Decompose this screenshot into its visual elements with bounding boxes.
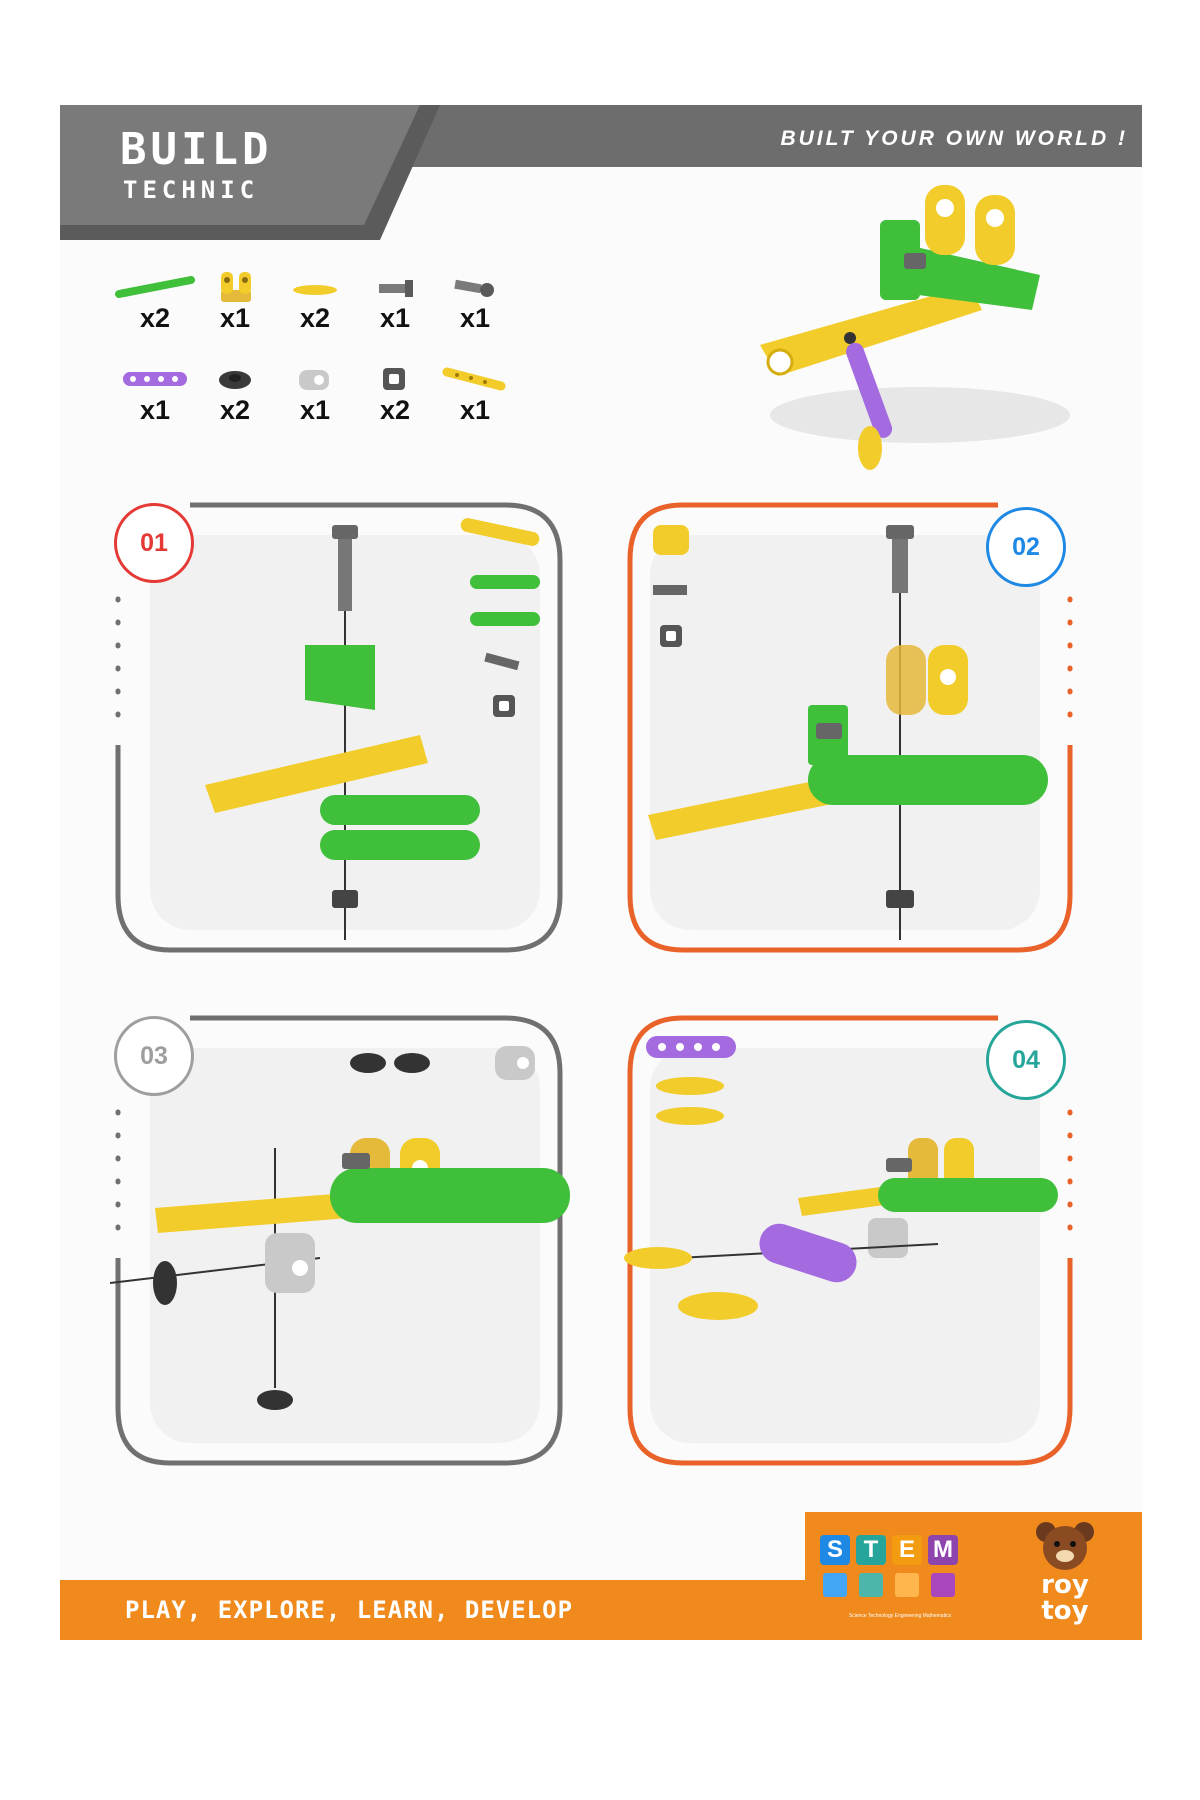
part-item: x1 bbox=[355, 270, 435, 334]
engineering-icon bbox=[895, 1573, 919, 1597]
step-badge: 02 bbox=[986, 507, 1066, 587]
brand-title: BUILD bbox=[120, 124, 273, 175]
step-03-panel: 03 bbox=[110, 1008, 570, 1478]
brand-subtitle: TECHNIC bbox=[123, 176, 260, 204]
step-badge: 01 bbox=[114, 503, 194, 583]
step-number: 02 bbox=[1012, 532, 1040, 561]
part-qty: x1 bbox=[379, 303, 411, 333]
step-badge: 04 bbox=[986, 1020, 1066, 1100]
part-qty: x2 bbox=[379, 395, 411, 425]
step-02-panel: 02 bbox=[618, 495, 1080, 965]
header-tagline: BUILT YOUR OWN WORLD ! bbox=[780, 127, 1128, 150]
part-qty: x1 bbox=[299, 395, 331, 425]
stem-letter: E bbox=[892, 1535, 922, 1565]
part-qty: x1 bbox=[459, 395, 491, 425]
stem-logo: S T E M Science Technology Engineering M… bbox=[820, 1535, 980, 1623]
footer-bar bbox=[60, 1580, 1142, 1640]
gray-screw-icon bbox=[379, 280, 413, 297]
white-bracket-icon bbox=[299, 370, 329, 390]
step-badge: 03 bbox=[114, 1016, 194, 1096]
green-strip-icon bbox=[115, 276, 195, 298]
finished-model-illustration bbox=[720, 180, 1100, 480]
square-nut-icon bbox=[383, 368, 405, 390]
step-number: 01 bbox=[140, 528, 168, 557]
yellow-bracket-icon bbox=[221, 272, 251, 302]
stem-letter: S bbox=[820, 1535, 850, 1565]
step-01-panel: 01 bbox=[110, 495, 570, 965]
dark-nut-icon bbox=[219, 371, 251, 389]
part-qty: x2 bbox=[139, 303, 171, 333]
part-qty: x1 bbox=[459, 303, 491, 333]
part-item: x1 bbox=[195, 270, 275, 334]
step-number: 03 bbox=[140, 1041, 168, 1070]
pi-icon bbox=[931, 1573, 955, 1597]
part-qty: x1 bbox=[139, 395, 171, 425]
stem-letter: M bbox=[928, 1535, 958, 1565]
footer-slogan: PLAY, EXPLORE, LEARN, DEVELOP bbox=[125, 1596, 574, 1624]
purple-strip-icon bbox=[123, 372, 187, 386]
yellow-chain-strip-icon bbox=[442, 367, 506, 391]
part-item: x1 bbox=[115, 362, 195, 426]
gray-bolt-icon bbox=[454, 279, 494, 297]
brand-word-top: roy bbox=[1041, 1570, 1089, 1600]
step-04-panel: 04 bbox=[618, 1008, 1080, 1478]
science-icon bbox=[823, 1573, 847, 1597]
part-qty: x1 bbox=[219, 303, 251, 333]
step-number: 04 bbox=[1012, 1045, 1040, 1074]
yellow-pin-icon bbox=[293, 285, 337, 295]
part-item: x2 bbox=[115, 270, 195, 334]
part-item: x2 bbox=[275, 270, 355, 334]
part-item: x1 bbox=[435, 362, 515, 426]
part-qty: x2 bbox=[299, 303, 331, 333]
part-qty: x2 bbox=[219, 395, 251, 425]
part-item: x2 bbox=[355, 362, 435, 426]
stem-letter: T bbox=[856, 1535, 886, 1565]
technology-icon bbox=[859, 1573, 883, 1597]
bear-icon bbox=[1036, 1522, 1094, 1570]
part-item: x1 bbox=[275, 362, 355, 426]
roy-toy-logo: roy toy bbox=[1010, 1520, 1120, 1630]
part-item: x2 bbox=[195, 362, 275, 426]
parts-list: x2 x1 x2 x1 x1 bbox=[115, 270, 535, 440]
brand-word-bottom: toy bbox=[1041, 1596, 1089, 1626]
stem-caption: Science Technology Engineering Mathemati… bbox=[848, 1613, 952, 1619]
part-item: x1 bbox=[435, 270, 515, 334]
